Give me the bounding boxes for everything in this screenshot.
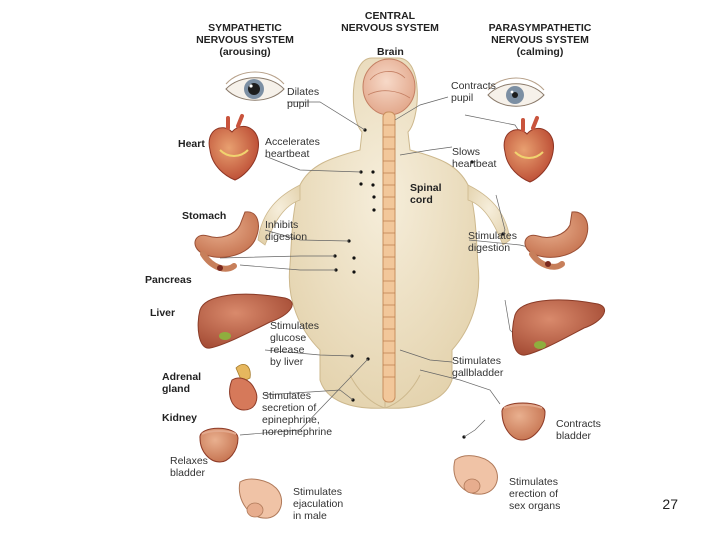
relaxes-bladder-label: Relaxes bladder bbox=[170, 455, 208, 479]
spinal-cord-label: Spinal cord bbox=[410, 182, 442, 206]
right-heart bbox=[503, 116, 554, 183]
left-stomach bbox=[194, 211, 259, 272]
sympathetic-header: SYMPATHETIC NERVOUS SYSTEM (arousing) bbox=[196, 22, 294, 58]
brain bbox=[362, 58, 416, 116]
brain-label: Brain bbox=[377, 46, 404, 58]
stomach-label: Stomach bbox=[182, 210, 227, 222]
left-bladder bbox=[199, 427, 239, 463]
kidney-label: Kidney bbox=[162, 412, 198, 424]
accelerates-heartbeat-label: Accelerates heartbeat bbox=[265, 136, 320, 160]
parasympathetic-header: PARASYMPATHETIC NERVOUS SYSTEM (calming) bbox=[488, 22, 592, 58]
right-eye bbox=[487, 77, 545, 107]
stimulates-gallbladder-label: Stimulates gallbladder bbox=[452, 355, 504, 379]
stimulates-digestion-label: Stimulates digestion bbox=[468, 230, 518, 254]
spinal-cord bbox=[382, 111, 396, 403]
pancreas-label: Pancreas bbox=[145, 274, 192, 286]
right-reproductive-organ bbox=[453, 455, 498, 495]
right-stomach bbox=[524, 211, 589, 270]
liver-label: Liver bbox=[150, 307, 176, 319]
left-liver bbox=[197, 293, 293, 349]
page-number: 27 bbox=[662, 496, 678, 512]
erection-label: Stimulates erection of sex organs bbox=[509, 476, 561, 512]
central-header: CENTRAL NERVOUS SYSTEM bbox=[341, 10, 439, 34]
inhibits-digestion-label: Inhibits digestion bbox=[265, 219, 308, 243]
contracts-bladder-label: Contracts bladder bbox=[556, 418, 601, 442]
epinephrine-secretion-label: Stimulates secretion of epinephrine, nor… bbox=[262, 390, 333, 438]
left-reproductive-organ bbox=[238, 478, 283, 519]
glucose-release-label: Stimulates glucose release by liver bbox=[270, 320, 320, 368]
slows-heartbeat-label: Slows heartbeat bbox=[452, 146, 497, 170]
left-eye bbox=[225, 71, 285, 101]
contracts-pupil-label: Contracts pupil bbox=[451, 80, 496, 104]
heart-label: Heart bbox=[178, 138, 205, 150]
left-heart bbox=[208, 114, 259, 181]
right-liver bbox=[512, 299, 605, 356]
right-bladder bbox=[501, 402, 546, 441]
adrenal-gland-label: Adrenal gland bbox=[162, 371, 202, 395]
adrenal-kidney bbox=[229, 364, 258, 411]
dilates-pupil-label: Dilates pupil bbox=[287, 86, 320, 110]
ejaculation-label: Stimulates ejaculation in male bbox=[293, 486, 344, 522]
leader-lines bbox=[219, 96, 541, 438]
